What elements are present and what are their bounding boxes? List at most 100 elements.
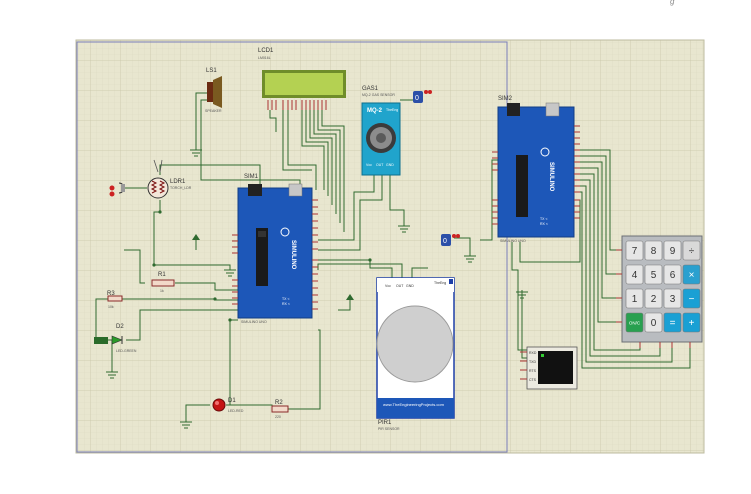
r2-value: 220 xyxy=(275,415,281,419)
keypad-key-2[interactable]: 9 xyxy=(663,240,682,261)
keypad-key-label: 7 xyxy=(632,246,638,257)
pir-header xyxy=(377,278,454,292)
keypad-key-8[interactable]: 1 xyxy=(625,288,644,309)
keypad-key-label: 3 xyxy=(670,294,676,305)
simulino-uno-1[interactable]: SIM1 SIMULINO TX < RX < SIMULINO UNO xyxy=(232,174,318,324)
pir-pin-vcc: Vcc xyxy=(385,284,391,288)
sim1-chip xyxy=(256,228,268,286)
keypad-key-face xyxy=(644,240,663,261)
keypad-key-face xyxy=(682,288,701,309)
virtual-terminal[interactable]: RXD TXD RTS CTS xyxy=(520,346,578,390)
gas-ref: GAS1 xyxy=(362,86,379,92)
probe-a-led xyxy=(424,90,428,94)
keypad-key-face xyxy=(625,240,644,261)
keypad-key-13[interactable]: 0 xyxy=(644,312,663,333)
r1-body xyxy=(151,279,175,287)
gas-sensor-core xyxy=(376,133,386,143)
ldr-sensor[interactable]: LDR1 TORCH_LDR xyxy=(109,159,192,199)
keypad-key-face xyxy=(644,288,663,309)
probe-b-body xyxy=(441,234,451,246)
terminal-pin-txd: TXD xyxy=(529,360,536,364)
sim1-part: SIMULINO UNO xyxy=(241,320,267,324)
keypad-key-14[interactable]: = xyxy=(663,312,682,333)
keypad-row-pins xyxy=(616,249,622,323)
led-d1[interactable]: D1 LED-RED xyxy=(212,398,244,413)
keypad-key-0[interactable]: 7 xyxy=(625,240,644,261)
keypad-key-5[interactable]: 5 xyxy=(644,264,663,285)
keypad-key-label: 4 xyxy=(632,270,638,281)
keypad-key-face xyxy=(663,288,682,309)
r3-ref: R3 xyxy=(107,291,115,297)
keypad-key-face xyxy=(682,240,701,261)
keypad-key-label: 2 xyxy=(651,294,657,305)
ldr-body xyxy=(147,177,169,199)
terminal-pins xyxy=(520,351,527,380)
sim2-logo xyxy=(540,147,550,157)
probe-b-led-2 xyxy=(456,234,460,238)
simulino-uno-2[interactable]: SIM2 SIMULINO TX < RX < SIMULINO UNO xyxy=(492,96,580,243)
sim1-rx: RX < xyxy=(282,302,290,306)
probe-b-led xyxy=(452,234,456,238)
keypad-key-1[interactable]: 8 xyxy=(644,240,663,261)
lcd-module[interactable]: LCD1 LM016L xyxy=(258,48,346,110)
speaker[interactable]: LS1 SPEAKER xyxy=(205,68,222,113)
keypad-key-9[interactable]: 2 xyxy=(644,288,663,309)
d1-lens xyxy=(212,398,226,412)
resistor-r3[interactable]: R3 10k xyxy=(107,291,123,309)
speaker-cone xyxy=(213,76,222,108)
keypad-key-4[interactable]: 4 xyxy=(625,264,644,285)
sim2-usb-port xyxy=(545,102,560,117)
keypad-key-11[interactable]: − xyxy=(682,288,701,309)
logic-probe-a[interactable]: 0 xyxy=(413,90,432,103)
torch-icon[interactable] xyxy=(109,182,126,197)
keypad-key-15[interactable]: + xyxy=(682,312,701,333)
d2-housing xyxy=(94,337,108,344)
speaker-body xyxy=(207,82,213,102)
speaker-ref: LS1 xyxy=(206,68,217,74)
logic-probe-b[interactable]: 0 xyxy=(441,234,460,246)
gas-part: MQ-2 GAS SENSOR xyxy=(362,93,395,97)
pir-tag: TheEng xyxy=(434,281,446,285)
pir-url: www.TheEngineeringProjects.com xyxy=(383,402,445,407)
sim1-board xyxy=(237,187,313,319)
d1-glint xyxy=(215,401,219,405)
keypad-key-label: ÷ xyxy=(689,246,695,257)
keypad-key-label: 9 xyxy=(670,246,676,257)
probe-a-led-2 xyxy=(428,90,432,94)
d2-part: LED-GREEN xyxy=(116,349,137,353)
keypad-key-face xyxy=(682,312,701,333)
keypad-key-face xyxy=(644,264,663,285)
pir-dome xyxy=(376,305,454,383)
ldr-part: TORCH_LDR xyxy=(170,186,192,190)
d1-part: LED-RED xyxy=(228,409,244,413)
keypad-key-face xyxy=(644,312,663,333)
sim1-right-pins xyxy=(312,199,318,310)
ldr-ref: LDR1 xyxy=(170,179,186,185)
keypad-key-label: 0 xyxy=(651,318,657,329)
led-d2[interactable]: D2 LED-GREEN xyxy=(94,324,137,353)
probe-a-value: 0 xyxy=(415,95,419,102)
d1-ref: D1 xyxy=(228,398,236,404)
keypad-key-3[interactable]: ÷ xyxy=(682,240,701,261)
sim2-brand: SIMULINO xyxy=(548,162,554,192)
r3-body xyxy=(107,295,123,302)
gas-sensor[interactable]: GAS1 MQ-2 GAS SENSOR MQ-2 TheEng Vcc OUT… xyxy=(361,86,401,176)
resistor-r2[interactable]: R2 220 xyxy=(271,400,289,419)
pir-part: PIR SENSOR xyxy=(378,427,400,431)
keypad-key-label: + xyxy=(689,318,695,329)
d2-diode xyxy=(111,335,123,345)
sim1-logo xyxy=(280,227,290,237)
resistor-r1[interactable]: R1 1k xyxy=(151,272,175,293)
lcd-ref: LCD1 xyxy=(258,48,274,54)
sim1-brand: SIMULINO xyxy=(290,240,296,270)
pir-sensor[interactable]: Vcc OUT GND TheEng www.TheEngineeringPro… xyxy=(376,277,455,431)
keypad-key-12[interactable]: ON/C xyxy=(625,312,644,333)
keypad-key-7[interactable]: × xyxy=(682,264,701,285)
terminal-pin-rts: RTS xyxy=(529,369,537,373)
keypad-key-10[interactable]: 3 xyxy=(663,288,682,309)
keypad-key-6[interactable]: 6 xyxy=(663,264,682,285)
wire-junctions xyxy=(152,210,372,322)
